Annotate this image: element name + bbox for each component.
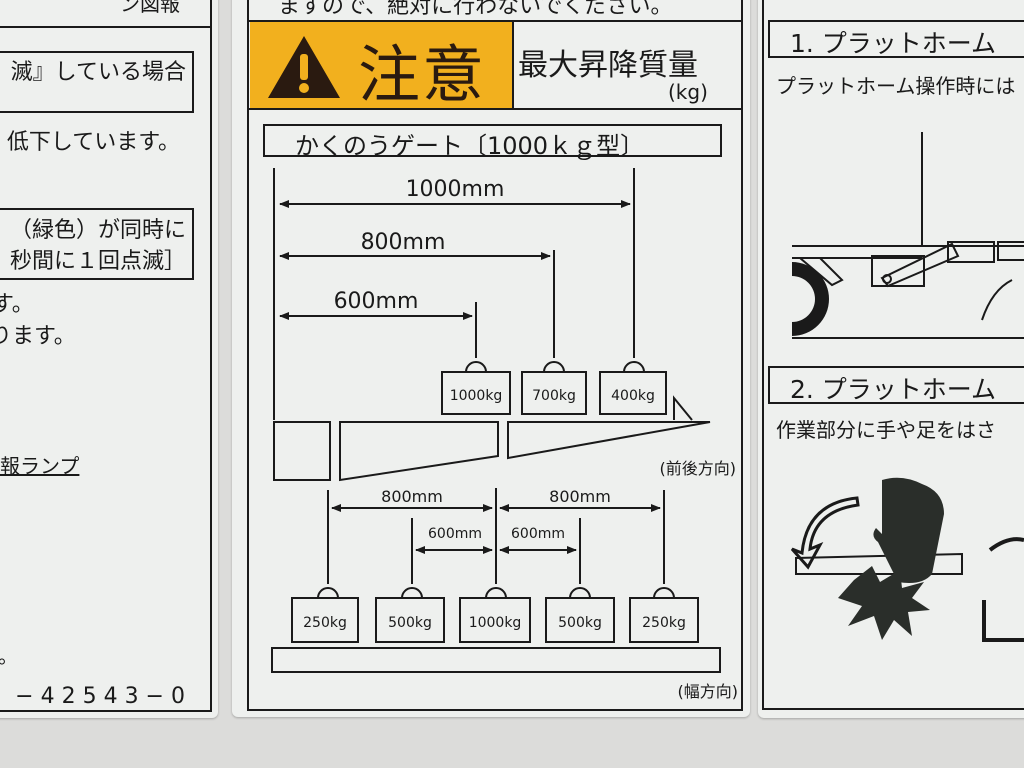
weight-label: 250kg	[303, 615, 347, 631]
weight-label: 500kg	[388, 615, 432, 631]
section-1-text: プラットホーム操作時には	[776, 74, 1016, 98]
top-cut-text: ますので、絶対に行わないでください。	[278, 0, 673, 19]
weight-label: 400kg	[611, 388, 655, 404]
weight-700kg	[521, 361, 587, 415]
dim-label: 600mm	[428, 526, 482, 542]
impact-burst-icon	[838, 566, 930, 640]
dim-label: 800mm	[381, 487, 443, 506]
weight-500kg-left	[375, 587, 445, 643]
warning-triangle-icon	[268, 36, 340, 98]
weight-label: 250kg	[642, 615, 686, 631]
weight-250kg-right	[629, 587, 699, 643]
left-warning-label: ン図報 滅』している場合 低下しています。 （緑色）が同時に 秒間に１回点滅］ …	[0, 0, 218, 718]
direction-width: (幅方向)	[678, 682, 739, 701]
green-lamp-text-2: 秒間に１回点滅］	[9, 249, 186, 274]
max-load-unit: (kg)	[668, 80, 708, 104]
gate-platform-2	[507, 421, 711, 460]
line-text: す。	[0, 292, 34, 317]
hand-pinch-illustration	[790, 477, 1024, 642]
direction-front-back: (前後方向)	[660, 459, 737, 478]
weight-label: 1000kg	[469, 615, 522, 631]
dim-label: 600mm	[511, 526, 565, 542]
part-number: −42543−0	[15, 684, 192, 709]
curved-arrow-icon	[790, 496, 860, 570]
section-2-text: 作業部分に手や足をはさ	[776, 418, 996, 442]
weight-1000kg-center	[459, 587, 531, 643]
green-lamp-box: （緑色）が同時に 秒間に１回点滅］	[0, 208, 194, 280]
dim-label: 800mm	[549, 487, 611, 506]
blink-condition-text: 滅』している場合	[10, 60, 186, 85]
weight-250kg-left	[291, 587, 359, 643]
line-text: 低下しています。	[6, 130, 180, 155]
weight-label: 700kg	[532, 388, 576, 404]
weight-label: 500kg	[558, 615, 602, 631]
lamp-heading: 報ランプ	[0, 454, 80, 478]
label-frame	[247, 0, 743, 711]
section-1-title-box: 1. プラットホーム	[768, 20, 1024, 58]
platform-operation-illustration	[792, 132, 1024, 339]
weight-500kg-right	[545, 587, 615, 643]
gate-title-box: かくのうゲート〔1000ｋｇ型〕	[263, 124, 722, 160]
gate-side-block	[273, 421, 331, 481]
wheel-icon	[792, 262, 829, 336]
weight-1000kg	[441, 361, 511, 415]
blink-condition-box: 滅』している場合	[0, 51, 194, 113]
weight-label: 1000kg	[450, 388, 503, 404]
caution-word: 注意	[358, 38, 487, 111]
section-2-title-box: 2. プラットホーム	[768, 366, 1024, 404]
gate-platform-1	[339, 421, 499, 482]
top-cut-text: ン図報	[120, 0, 180, 16]
section-2-title: 2. プラットホーム	[790, 375, 997, 404]
line-text: ります。	[0, 324, 76, 349]
dim-label-1000: 1000mm	[406, 177, 505, 202]
gate-title: かくのうゲート〔1000ｋｇ型〕	[295, 132, 645, 160]
caution-header: 注意	[250, 22, 514, 111]
dim-label-800: 800mm	[361, 230, 446, 255]
max-load-title: 最大昇降質量	[518, 48, 698, 83]
section-1-title: 1. プラットホーム	[790, 29, 997, 58]
dim-label-600: 600mm	[334, 289, 419, 314]
label-frame	[762, 0, 1024, 710]
green-lamp-text-1: （緑色）が同時に	[9, 218, 186, 243]
hand-icon	[873, 477, 944, 583]
line-text: 。	[0, 644, 18, 668]
platform-width	[271, 647, 721, 673]
weight-400kg	[599, 361, 667, 415]
